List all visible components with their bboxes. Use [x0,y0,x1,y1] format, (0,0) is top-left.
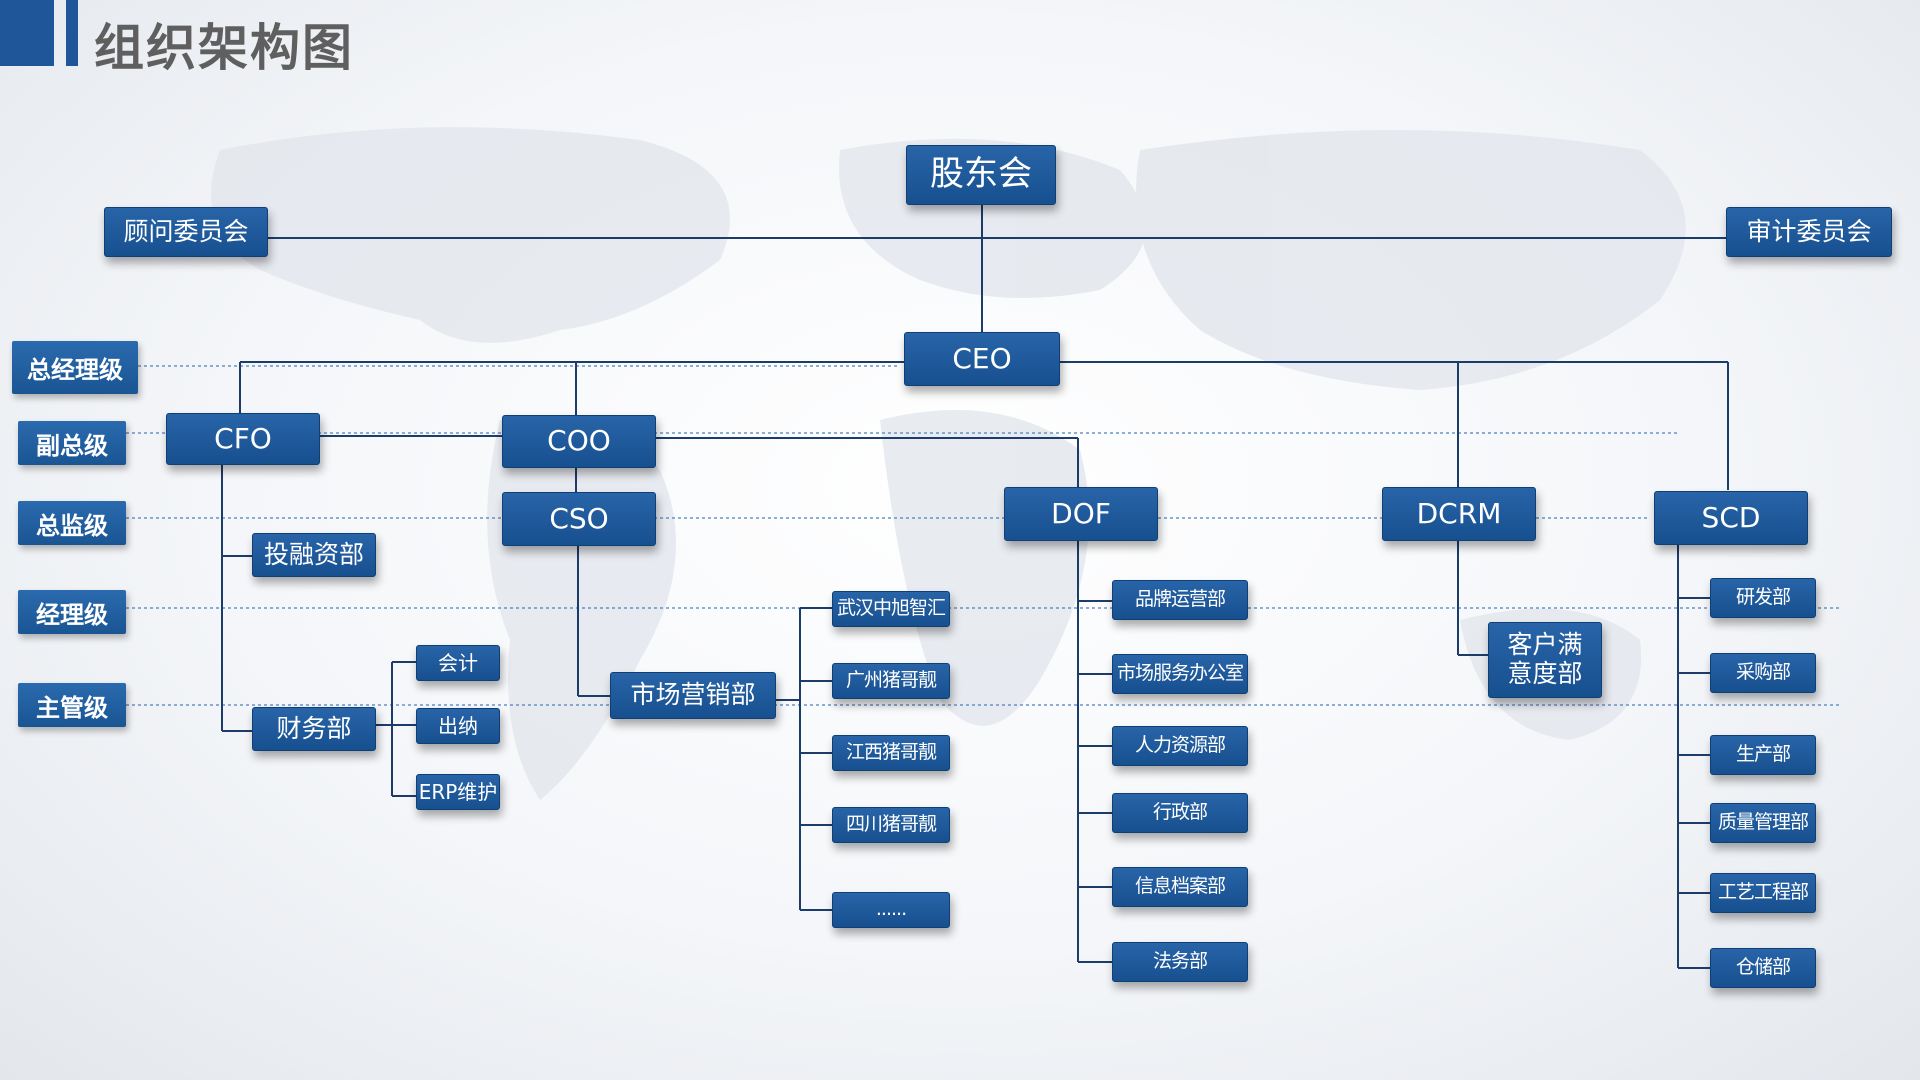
ceo-box: CEO [904,332,1060,386]
advisory-committee-box: 顾问委员会 [104,207,268,257]
legal-dept-box: 法务部 [1112,942,1248,982]
accounting-box: 会计 [416,645,500,681]
branch-guangzhou-box: 广州猪哥靓 [832,663,950,699]
admin-dept-box: 行政部 [1112,793,1248,833]
scd-box: SCD [1654,491,1808,545]
title-accent-bar [0,0,54,66]
level-label-vp: 副总级 [18,421,126,465]
investment-dept-box: 投融资部 [252,533,376,577]
hr-dept-box: 人力资源部 [1112,726,1248,766]
customer-satisfaction-line1: 客户满 [1507,630,1583,660]
level-label-gm: 总经理级 [12,341,138,394]
branch-sichuan-box: 四川猪哥靓 [832,807,950,843]
title-accent-bar-thin [66,0,78,66]
process-engineering-dept-box: 工艺工程部 [1710,873,1816,913]
cfo-box: CFO [166,413,320,465]
brand-operations-box: 品牌运营部 [1112,580,1248,620]
archives-dept-box: 信息档案部 [1112,867,1248,907]
procurement-dept-box: 采购部 [1710,653,1816,693]
cashier-box: 出纳 [416,708,500,744]
market-service-office-box: 市场服务办公室 [1112,654,1248,694]
cso-box: CSO [502,492,656,546]
level-label-director: 总监级 [18,501,126,545]
quality-dept-box: 质量管理部 [1710,803,1816,843]
finance-dept-box: 财务部 [252,707,376,751]
level-label-manager: 经理级 [18,590,126,634]
branch-jiangxi-box: 江西猪哥靓 [832,735,950,771]
coo-box: COO [502,415,656,468]
page-title: 组织架构图 [94,19,354,77]
dof-box: DOF [1004,487,1158,541]
level-label-supervisor: 主管级 [18,683,126,727]
branch-more-box: ...... [832,892,950,928]
dcrm-box: DCRM [1382,487,1536,541]
customer-satisfaction-dept-box: 客户满 意度部 [1488,622,1602,698]
production-dept-box: 生产部 [1710,735,1816,775]
branch-wuhan-box: 武汉中旭智汇 [832,591,950,627]
customer-satisfaction-line2: 意度部 [1507,659,1583,688]
erp-maintenance-box: ERP维护 [416,774,500,810]
rnd-dept-box: 研发部 [1710,578,1816,618]
shareholders-box: 股东会 [906,145,1056,205]
audit-committee-box: 审计委员会 [1726,207,1892,257]
warehouse-dept-box: 仓储部 [1710,948,1816,988]
marketing-dept-box: 市场营销部 [610,672,776,719]
